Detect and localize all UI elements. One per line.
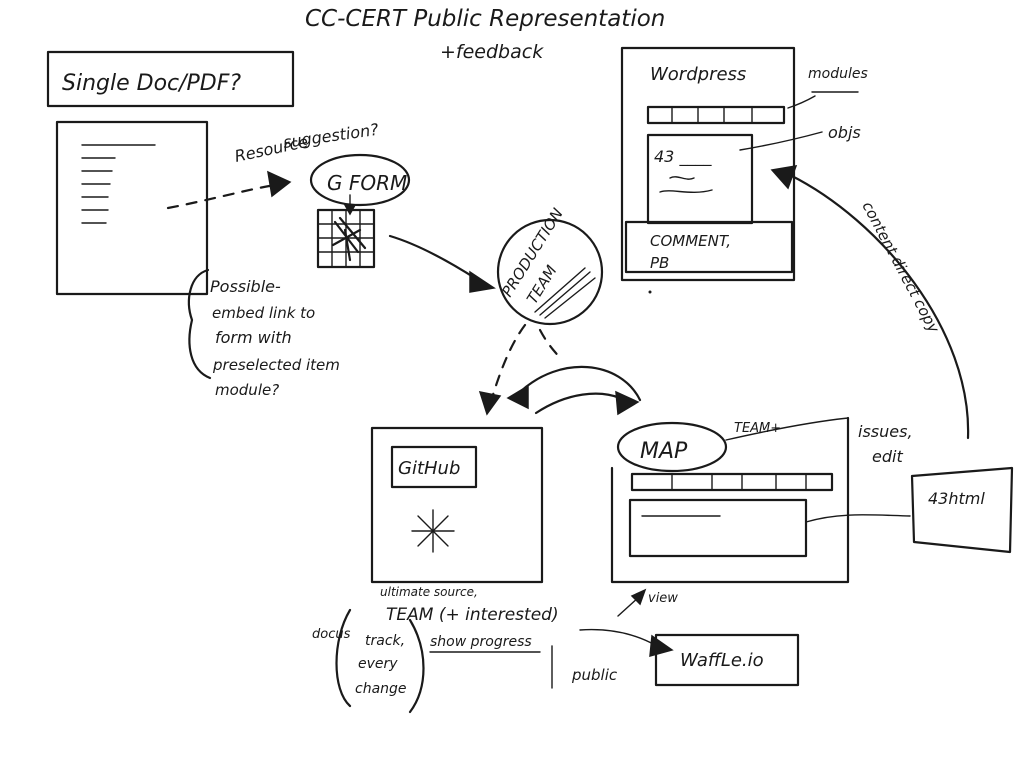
doc-to-gform-arrowhead — [267, 170, 292, 198]
wordpress-window — [620, 46, 796, 282]
waffle-arrow — [579, 628, 656, 646]
objs-label: objs — [828, 123, 861, 142]
form-to-team-arrow — [388, 234, 480, 282]
github-box — [370, 426, 544, 584]
track-line-1: track, — [365, 633, 405, 649]
waffle-arrowhead — [649, 634, 674, 658]
content-copy-arrow — [788, 173, 970, 440]
stray-dot — [648, 290, 652, 294]
map-team-label: TEAM+ — [734, 421, 781, 436]
view-arrowhead — [630, 588, 647, 606]
map-nav-tabs — [630, 472, 834, 492]
team-to-map-dash — [538, 328, 564, 362]
track-line-2: every — [358, 656, 398, 672]
possible-note-line-1: Possible- — [210, 277, 281, 296]
content-copy-arrowhead — [770, 165, 798, 190]
view-label: view — [648, 591, 678, 606]
map-window — [610, 416, 850, 584]
sketch-subtitle: +feedback — [440, 41, 544, 63]
map-to-github-arrow — [518, 365, 642, 402]
map-ellipse — [616, 421, 728, 473]
track-bracket-left — [335, 608, 352, 708]
modules-pointer — [787, 95, 816, 109]
waffle-box — [654, 633, 800, 687]
objs-pointer — [739, 131, 823, 151]
map-to-github-arrowhead — [506, 384, 529, 410]
team-to-github-arrow — [490, 323, 527, 400]
single-doc-label: Single Doc/PDF? — [62, 71, 241, 96]
map-content-box — [628, 498, 808, 558]
wordpress-content-squiggle — [659, 176, 713, 193]
docs-label: docus — [312, 627, 351, 642]
html-43-box — [910, 466, 1014, 554]
form-to-team-arrowhead — [469, 270, 496, 293]
gform-label: G FORM — [327, 171, 407, 195]
possible-note-bracket — [187, 268, 212, 380]
track-bracket-right — [408, 618, 425, 714]
wordpress-comment-label: COMMENT, — [650, 232, 731, 250]
ultimate-source-label: ultimate source, — [380, 585, 478, 599]
show-progress-label: show progress — [430, 634, 532, 650]
track-line-3: change — [355, 681, 407, 697]
production-team-circle — [496, 218, 604, 326]
document-lines-icon — [81, 144, 156, 224]
possible-note-line-4: preselected item — [212, 356, 340, 374]
possible-note-line-5: module? — [215, 381, 279, 399]
sketch-title: CC-CERT Public Representation — [305, 6, 665, 32]
possible-note-line-2: embed link to — [212, 304, 315, 322]
production-scribble — [534, 267, 596, 319]
single-doc-box — [46, 50, 295, 108]
spreadsheet-icon — [316, 208, 376, 269]
wordpress-comment-sub: PB — [650, 254, 669, 272]
wordpress-content-label: 43 ____ — [654, 147, 712, 167]
content-direct-copy-label: content direct copy — [858, 198, 943, 336]
public-label: public — [571, 666, 618, 684]
edit-label: edit — [872, 447, 903, 466]
team-to-github-arrowhead — [478, 391, 502, 416]
team-interested-label: TEAM (+ interested) — [386, 605, 559, 625]
wordpress-comment-box — [624, 220, 794, 274]
html-43-label: 43html — [928, 489, 985, 508]
github-to-map-arrowhead — [615, 390, 640, 416]
document-page-icon — [55, 120, 209, 296]
github-to-map-arrow — [534, 392, 622, 415]
wordpress-nav-tabs — [646, 105, 786, 125]
github-label-box — [390, 445, 478, 489]
html-43-connector — [805, 514, 911, 523]
modules-label: modules — [808, 66, 868, 82]
map-window-top — [725, 417, 849, 441]
star-icon — [411, 509, 455, 553]
suggestion-label: suggestion? — [282, 120, 380, 152]
github-label: GitHub — [398, 458, 460, 479]
possible-note-line-3: form with — [215, 328, 292, 347]
doc-to-gform-arrow — [166, 183, 277, 210]
wordpress-title: Wordpress — [650, 64, 746, 85]
gform-ellipse — [309, 153, 411, 207]
map-label: MAP — [640, 439, 688, 464]
issues-label: issues, — [858, 422, 913, 441]
waffle-label: WaffLe.io — [680, 650, 764, 671]
